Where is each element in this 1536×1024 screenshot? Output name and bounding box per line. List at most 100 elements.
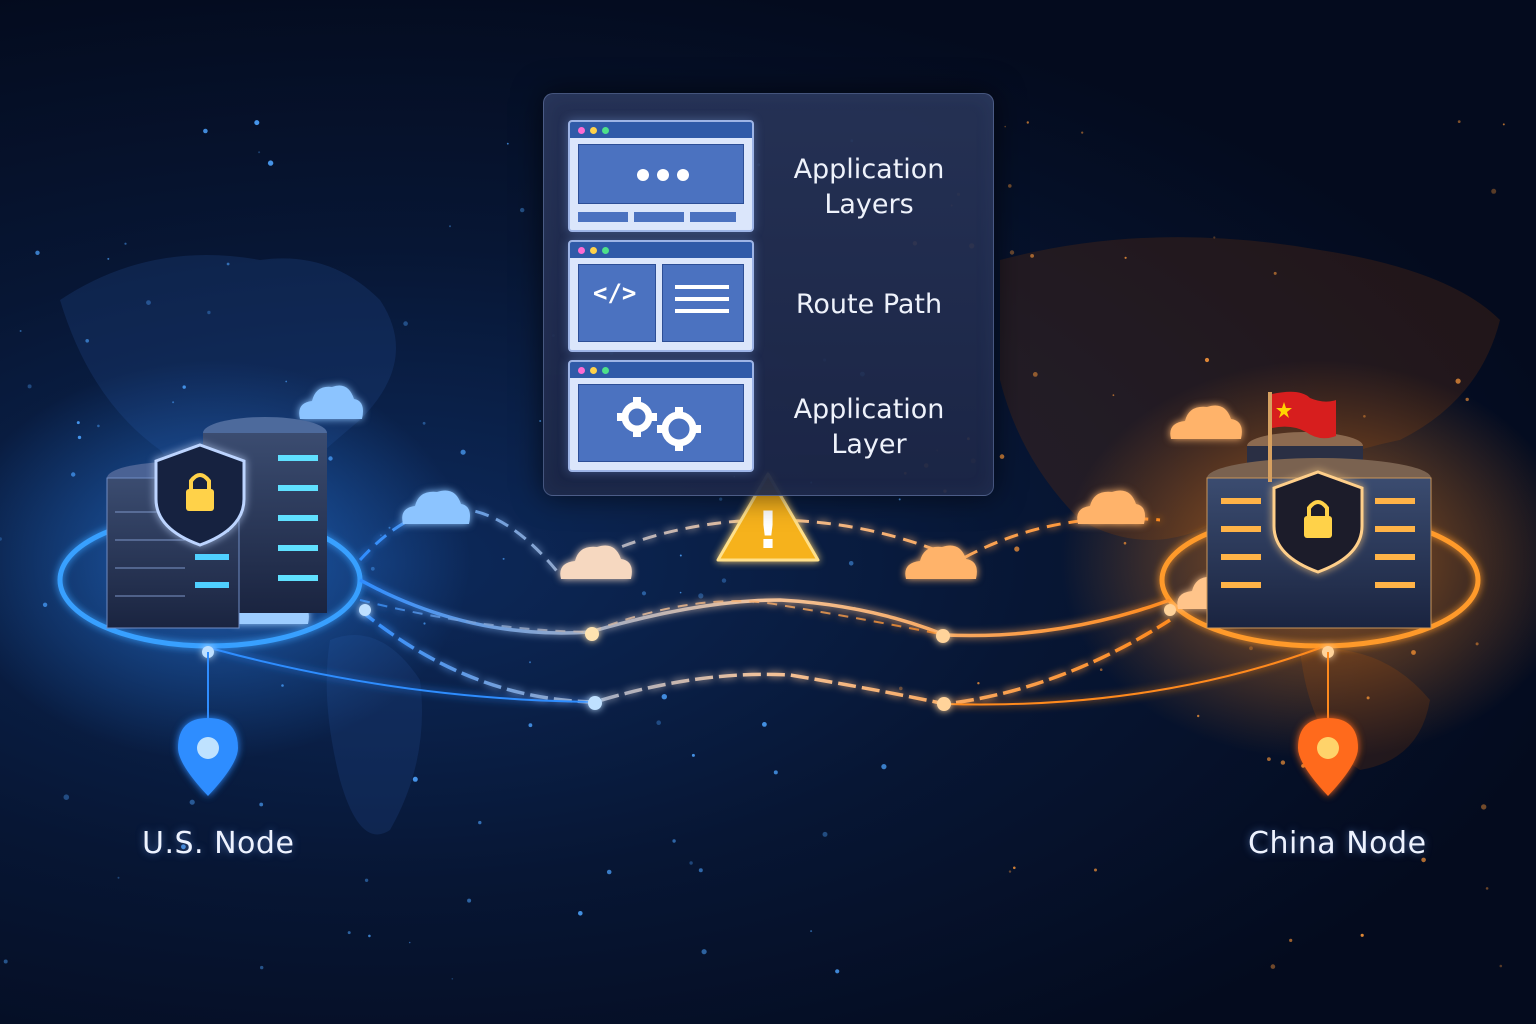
particle	[1008, 184, 1012, 188]
particle	[207, 310, 211, 315]
particle	[189, 799, 195, 805]
particle	[254, 120, 260, 126]
route-bottom	[358, 608, 1171, 706]
particle	[672, 839, 676, 843]
particle	[412, 776, 418, 782]
particle	[117, 876, 120, 879]
cloud-icon	[1077, 490, 1145, 524]
particle	[539, 420, 542, 422]
route-middle	[359, 578, 1171, 638]
window-dots-icon	[568, 120, 754, 232]
particle	[408, 941, 411, 944]
cloud-icon	[299, 385, 363, 419]
particle	[181, 844, 186, 850]
particle	[691, 753, 695, 757]
particle	[578, 911, 583, 916]
particle	[364, 878, 369, 882]
particle	[1094, 868, 1097, 872]
particle	[689, 861, 693, 865]
particle	[1280, 760, 1286, 765]
particle	[85, 339, 89, 343]
particle	[422, 421, 426, 425]
particle	[3, 959, 8, 964]
particle	[679, 591, 682, 594]
particle	[259, 802, 264, 807]
route-lower-arc	[209, 647, 596, 703]
particle	[881, 764, 887, 770]
particle	[1112, 394, 1115, 397]
particle	[1213, 236, 1216, 239]
particle	[146, 300, 151, 305]
particle	[467, 898, 472, 903]
particle	[35, 250, 40, 255]
warning-icon: !	[716, 472, 820, 562]
particle	[260, 965, 264, 970]
code-icon: </>	[568, 240, 754, 352]
flag-icon	[1268, 391, 1336, 482]
particle	[226, 262, 230, 266]
particle	[478, 820, 482, 825]
particle	[347, 931, 351, 935]
particle	[1455, 378, 1461, 384]
particle	[1026, 121, 1030, 124]
particle	[1124, 256, 1127, 259]
particle	[403, 321, 408, 326]
layer-row-route-path: </> Route Path	[544, 240, 993, 352]
particle	[19, 330, 22, 332]
particle	[506, 142, 509, 145]
cloud-icon	[905, 545, 977, 579]
particle	[520, 207, 525, 213]
particle	[460, 449, 466, 455]
particle	[1032, 372, 1038, 377]
particle	[1457, 120, 1461, 123]
junction-dot	[1164, 604, 1176, 616]
particle	[203, 128, 208, 134]
junction-dot	[936, 629, 950, 643]
china-node-label: China Node	[1248, 826, 1427, 861]
particle	[701, 949, 707, 955]
particle	[679, 554, 682, 557]
particle	[258, 151, 261, 154]
particle	[1485, 887, 1489, 890]
junction-dot	[359, 604, 371, 616]
cloud-icon	[1170, 405, 1242, 439]
particle	[451, 978, 454, 980]
particle	[719, 497, 723, 501]
particle	[656, 720, 661, 725]
location-pin-icon	[178, 718, 238, 796]
particle	[977, 682, 980, 685]
particle	[1009, 250, 1015, 255]
particle	[502, 557, 505, 560]
particle	[267, 160, 274, 166]
particle	[1360, 933, 1364, 937]
particle	[1270, 964, 1276, 969]
particle	[529, 661, 531, 664]
particle	[1008, 870, 1012, 873]
particle	[773, 770, 778, 775]
particle	[124, 242, 127, 245]
particle	[641, 591, 647, 596]
particle	[899, 686, 903, 691]
gears-icon	[568, 360, 754, 472]
particle	[822, 831, 828, 837]
particle	[835, 969, 840, 974]
particle	[698, 593, 704, 599]
particle	[449, 225, 451, 228]
junction-dot	[588, 696, 602, 710]
shield-lock-icon	[154, 443, 246, 547]
cloud-icon	[560, 545, 632, 579]
particle	[661, 694, 667, 700]
junction-dot	[585, 627, 599, 641]
particle	[107, 257, 110, 260]
junction-dot	[937, 697, 951, 711]
layer-label: Route Path	[795, 289, 943, 320]
warning-symbol: !	[756, 501, 780, 561]
particle	[368, 934, 371, 938]
particle	[1273, 271, 1277, 275]
route-middle-dashed	[359, 599, 946, 636]
particle	[1481, 804, 1487, 810]
